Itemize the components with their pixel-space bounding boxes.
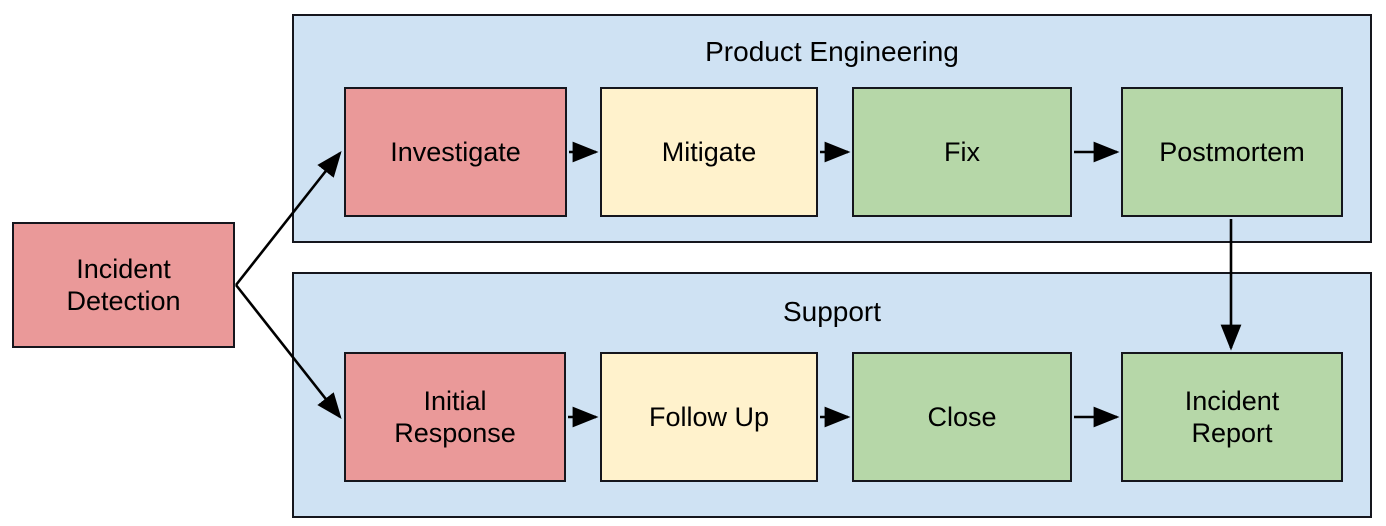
node-fix[interactable]: Fix [852, 87, 1072, 217]
node-mitigate[interactable]: Mitigate [600, 87, 818, 217]
swimlane-title-support: Support [782, 296, 882, 327]
node-label-fix: Fix [944, 137, 980, 167]
node-initial-response[interactable]: Initial Response [344, 352, 566, 482]
swimlane-title-product-engineering: Product Engineering [705, 36, 959, 67]
node-incident-detection[interactable]: Incident Detection [12, 222, 235, 348]
node-close[interactable]: Close [852, 352, 1072, 482]
node-incident-report[interactable]: Incident Report [1121, 352, 1343, 482]
node-label-initial-response: Initial Response [394, 386, 516, 448]
node-follow-up[interactable]: Follow Up [600, 352, 818, 482]
node-investigate[interactable]: Investigate [344, 87, 567, 217]
node-postmortem[interactable]: Postmortem [1121, 87, 1343, 217]
node-label-incident-report: Incident Report [1184, 386, 1280, 448]
node-label-close: Close [927, 402, 997, 432]
node-label-investigate: Investigate [390, 137, 521, 167]
node-label-postmortem: Postmortem [1159, 137, 1305, 167]
node-label-mitigate: Mitigate [661, 137, 757, 167]
node-label-incident-detection: Incident Detection [66, 254, 181, 316]
node-label-follow-up: Follow Up [648, 402, 770, 432]
